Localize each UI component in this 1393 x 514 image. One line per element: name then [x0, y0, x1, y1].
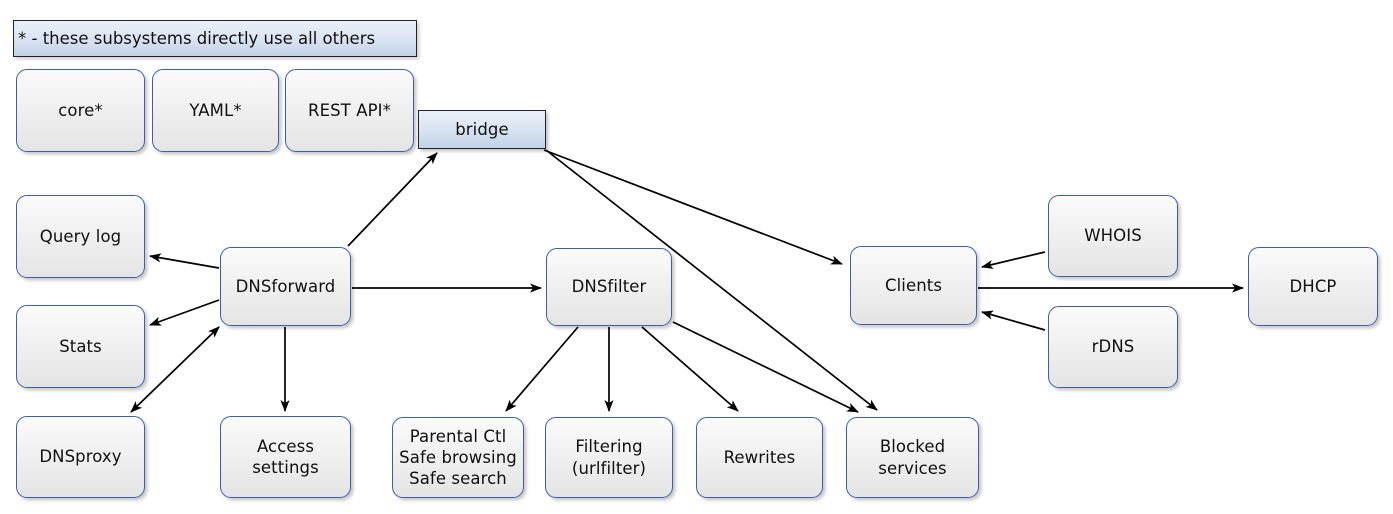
edge-bridge-to-clients	[543, 149, 843, 265]
edge-rdns-to-clients	[981, 310, 1046, 331]
node-label: Stats	[59, 336, 102, 356]
legend-box: * - these subsystems directly use all ot…	[13, 20, 417, 57]
node-label: Query log	[39, 226, 122, 246]
node-label: DNSforward	[235, 276, 336, 296]
node-querylog[interactable]: Query log	[16, 195, 145, 278]
node-dnsforward[interactable]: DNSforward	[220, 247, 351, 326]
node-core[interactable]: core*	[16, 69, 145, 152]
node-label: Blocked services	[878, 437, 947, 478]
node-label: REST API*	[308, 100, 391, 120]
legend-text: * - these subsystems directly use all ot…	[18, 29, 376, 48]
node-dhcp[interactable]: DHCP	[1248, 247, 1378, 326]
node-blocked[interactable]: Blocked services	[846, 417, 979, 498]
edge-dnsforward-to-querylog	[149, 253, 220, 269]
node-label: DNSproxy	[39, 447, 122, 467]
edge-dnsforward-to-stats	[149, 299, 220, 326]
node-restapi[interactable]: REST API*	[285, 69, 414, 152]
node-label: bridge	[455, 119, 509, 139]
node-rdns[interactable]: rDNS	[1048, 306, 1178, 388]
edge-dnsfilter-to-parental	[505, 326, 579, 412]
node-rewrites[interactable]: Rewrites	[696, 417, 823, 498]
node-dnsfilter[interactable]: DNSfilter	[546, 248, 672, 326]
edge-whois-to-clients	[981, 251, 1046, 269]
node-label: Parental Ctl Safe browsing Safe search	[399, 426, 517, 489]
node-bridge[interactable]: bridge	[418, 110, 546, 149]
node-label: DNSfilter	[571, 277, 647, 297]
node-label: WHOIS	[1084, 226, 1142, 246]
node-label: YAML*	[189, 100, 242, 120]
node-dnsproxy[interactable]: DNSproxy	[16, 416, 145, 498]
node-whois[interactable]: WHOIS	[1048, 195, 1178, 277]
edge-dnsforward-to-bridge	[347, 152, 438, 247]
edge-dnsfilter-to-blocked	[672, 321, 859, 413]
node-filtering[interactable]: Filtering (urlfilter)	[545, 417, 673, 498]
edge-dnsfilter-to-rewrites	[641, 326, 739, 412]
node-access[interactable]: Access settings	[220, 416, 351, 498]
node-stats[interactable]: Stats	[16, 305, 145, 388]
node-label: core*	[58, 100, 103, 120]
node-label: Clients	[884, 275, 943, 295]
node-label: Access settings	[252, 436, 319, 477]
node-label: DHCP	[1289, 276, 1337, 296]
node-label: Rewrites	[723, 447, 796, 467]
node-parental[interactable]: Parental Ctl Safe browsing Safe search	[392, 417, 524, 498]
node-yaml[interactable]: YAML*	[152, 69, 279, 152]
node-clients[interactable]: Clients	[850, 246, 977, 325]
node-label: rDNS	[1091, 337, 1135, 357]
node-label: Filtering (urlfilter)	[571, 437, 647, 478]
